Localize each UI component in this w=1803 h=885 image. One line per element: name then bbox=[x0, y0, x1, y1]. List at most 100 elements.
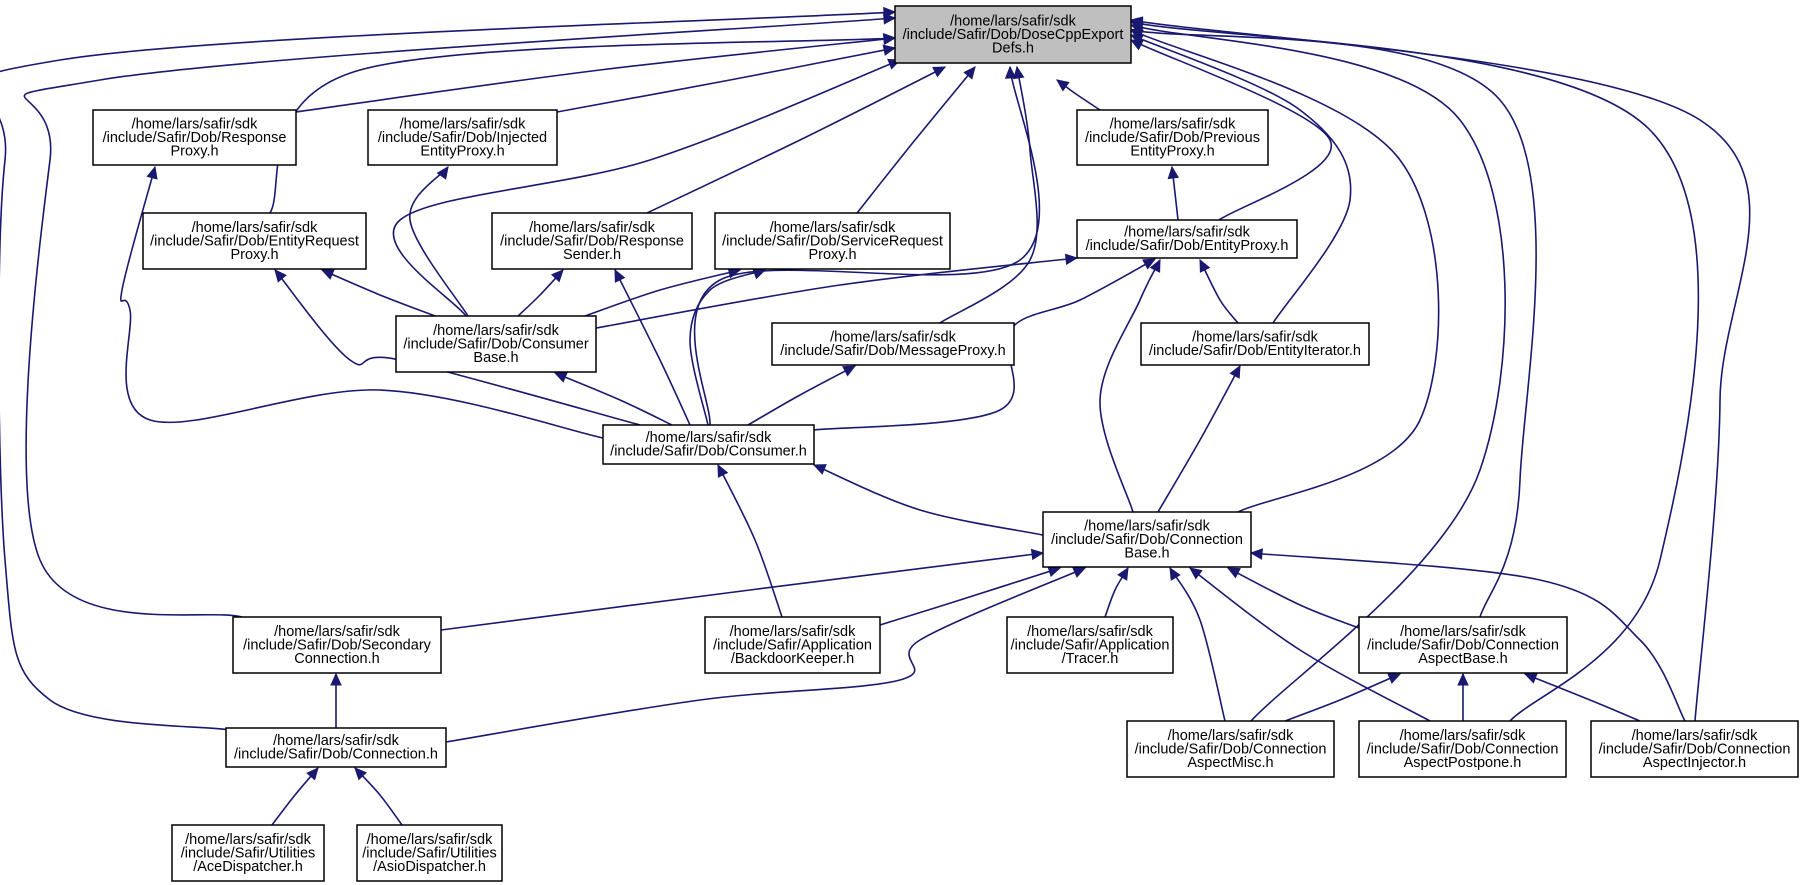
node-label-line: /home/lars/safir/sdk bbox=[1084, 518, 1210, 534]
node-connection[interactable]: /home/lars/safir/sdk/include/Safir/Dob/C… bbox=[225, 727, 447, 768]
node-entityProxy[interactable]: /home/lars/safir/sdk/include/Safir/Dob/E… bbox=[1076, 219, 1298, 259]
edge-line bbox=[1227, 567, 1360, 629]
edge-line bbox=[1130, 24, 1506, 722]
arrowhead-icon bbox=[1523, 672, 1538, 684]
node-label-line: AspectPostpone.h bbox=[1404, 755, 1522, 771]
node-label-line: Base.h bbox=[1124, 545, 1169, 561]
arrowhead-icon bbox=[1229, 364, 1241, 379]
node-box[interactable] bbox=[1358, 616, 1568, 674]
node-messageProxy[interactable]: /home/lars/safir/sdk/include/Safir/Dob/M… bbox=[771, 322, 1015, 366]
node-asio[interactable]: /home/lars/safir/sdk/include/Safir/Utili… bbox=[356, 824, 503, 882]
node-box[interactable] bbox=[1126, 720, 1335, 778]
node-entityRequest[interactable]: /home/lars/safir/sdk/include/Safir/Dob/E… bbox=[142, 212, 367, 270]
edge-aspectInjector-to-connectionBase bbox=[1249, 548, 1686, 722]
edge-consumer-to-responseProxy bbox=[119, 165, 604, 439]
node-label-line: /home/lars/safir/sdk bbox=[529, 220, 655, 236]
node-box[interactable] bbox=[232, 616, 442, 674]
node-previous[interactable]: /home/lars/safir/sdk/include/Safir/Dob/P… bbox=[1076, 109, 1269, 166]
node-tracer[interactable]: /home/lars/safir/sdk/include/Safir/Appli… bbox=[1006, 616, 1174, 674]
node-aspectInjector[interactable]: /home/lars/safir/sdk/include/Safir/Dob/C… bbox=[1590, 720, 1799, 778]
arrowhead-icon bbox=[320, 269, 335, 280]
node-ace[interactable]: /home/lars/safir/sdk/include/Safir/Utili… bbox=[171, 824, 325, 882]
node-box[interactable] bbox=[142, 212, 367, 270]
node-box[interactable] bbox=[1590, 720, 1799, 778]
node-aspectBase[interactable]: /home/lars/safir/sdk/include/Safir/Dob/C… bbox=[1358, 616, 1568, 674]
edge-connection-to-dose bbox=[0, 6, 897, 731]
node-label-line: /include/Safir/Dob/EntityRequest bbox=[150, 233, 359, 249]
node-box[interactable] bbox=[602, 424, 815, 465]
arrowhead-icon bbox=[1004, 65, 1017, 79]
node-label-line: /include/Safir/Dob/Injected bbox=[378, 130, 547, 146]
node-box[interactable] bbox=[714, 212, 951, 270]
node-box[interactable] bbox=[171, 824, 325, 882]
node-consumerBase[interactable]: /home/lars/safir/sdk/include/Safir/Dob/C… bbox=[395, 315, 597, 373]
node-aspectMisc[interactable]: /home/lars/safir/sdk/include/Safir/Dob/C… bbox=[1126, 720, 1335, 778]
node-label-line: /include/Safir/Dob/Connection bbox=[1367, 637, 1559, 653]
node-box[interactable] bbox=[356, 824, 503, 882]
node-box[interactable] bbox=[1042, 511, 1252, 568]
edge-line bbox=[693, 66, 1041, 426]
edge-line bbox=[689, 269, 766, 426]
node-secondary[interactable]: /home/lars/safir/sdk/include/Safir/Dob/S… bbox=[232, 616, 442, 674]
node-label-line: /include/Safir/Dob/Response bbox=[500, 233, 684, 249]
arrowhead-icon bbox=[717, 463, 729, 478]
node-box[interactable] bbox=[704, 616, 881, 674]
edge-serviceRequest-to-dose bbox=[856, 66, 976, 214]
arrowhead-icon bbox=[354, 767, 368, 781]
node-box[interactable] bbox=[367, 109, 558, 166]
node-box[interactable] bbox=[1358, 720, 1567, 778]
arrowhead-icon bbox=[146, 165, 158, 180]
arrowhead-icon bbox=[812, 464, 827, 475]
node-consumer[interactable]: /home/lars/safir/sdk/include/Safir/Dob/C… bbox=[602, 424, 815, 465]
arrowhead-icon bbox=[553, 372, 568, 383]
node-connectionBase[interactable]: /home/lars/safir/sdk/include/Safir/Dob/C… bbox=[1042, 511, 1252, 568]
node-responseSender[interactable]: /home/lars/safir/sdk/include/Safir/Dob/R… bbox=[491, 212, 693, 270]
edge-injected-to-dose bbox=[556, 44, 897, 113]
edges-layer bbox=[0, 6, 1751, 826]
node-box[interactable] bbox=[1006, 616, 1174, 674]
arrowhead-icon bbox=[882, 44, 897, 56]
node-serviceRequest[interactable]: /home/lars/safir/sdk/include/Safir/Dob/S… bbox=[714, 212, 951, 270]
node-box[interactable] bbox=[225, 727, 447, 768]
node-label-line: /BackdoorKeeper.h bbox=[731, 651, 854, 667]
edge-consumerBase-to-responseSender bbox=[517, 269, 564, 317]
node-label-line: EntityProxy.h bbox=[420, 143, 504, 159]
node-box[interactable] bbox=[1076, 109, 1269, 166]
node-responseProxy[interactable]: /home/lars/safir/sdk/include/Safir/Dob/R… bbox=[92, 109, 297, 166]
node-box[interactable] bbox=[771, 322, 1015, 366]
node-label-line: Connection.h bbox=[294, 651, 379, 667]
node-box[interactable] bbox=[1140, 322, 1370, 366]
arrowhead-icon bbox=[330, 672, 342, 686]
node-label-line: /home/lars/safir/sdk bbox=[1110, 116, 1236, 132]
edge-line bbox=[445, 567, 1086, 743]
node-label-line: /include/Safir/Dob/Connection.h bbox=[234, 747, 438, 763]
node-box[interactable] bbox=[92, 109, 297, 166]
node-label-line: /home/lars/safir/sdk bbox=[950, 13, 1076, 29]
node-injected[interactable]: /home/lars/safir/sdk/include/Safir/Dob/I… bbox=[367, 109, 558, 166]
node-label-line: /include/Safir/Dob/Response bbox=[103, 130, 287, 146]
node-dose[interactable]: /home/lars/safir/sdk/include/Safir/Dob/D… bbox=[894, 5, 1132, 64]
node-label-line: /home/lars/safir/sdk bbox=[400, 116, 526, 132]
arrowhead-icon bbox=[1189, 567, 1203, 580]
edge-consumerBase-to-serviceRequest bbox=[584, 267, 742, 317]
edge-tracer-to-connectionBase bbox=[1104, 566, 1129, 618]
node-box[interactable] bbox=[894, 5, 1132, 64]
node-box[interactable] bbox=[395, 315, 597, 373]
arrowhead-icon bbox=[1047, 566, 1062, 577]
arrowhead-icon bbox=[1056, 79, 1070, 92]
arrowhead-icon bbox=[1013, 65, 1025, 80]
arrowhead-icon bbox=[963, 66, 976, 80]
node-label-line: /AsioDispatcher.h bbox=[373, 859, 486, 875]
edge-line bbox=[1524, 673, 1641, 722]
node-label-line: /home/lars/safir/sdk bbox=[1400, 624, 1526, 640]
edge-line bbox=[614, 269, 691, 426]
edge-previous-to-dose bbox=[1056, 79, 1101, 111]
node-aspectPostpone[interactable]: /home/lars/safir/sdk/include/Safir/Dob/C… bbox=[1358, 720, 1567, 778]
nodes-layer: /home/lars/safir/sdk/include/Safir/Dob/D… bbox=[92, 5, 1799, 882]
node-box[interactable] bbox=[491, 212, 693, 270]
node-entityIterator[interactable]: /home/lars/safir/sdk/include/Safir/Dob/E… bbox=[1140, 322, 1370, 366]
edge-line bbox=[1169, 567, 1226, 722]
node-backdoor[interactable]: /home/lars/safir/sdk/include/Safir/Appli… bbox=[704, 616, 881, 674]
edge-consumer-to-dose bbox=[693, 65, 1041, 426]
node-box[interactable] bbox=[1076, 219, 1298, 259]
